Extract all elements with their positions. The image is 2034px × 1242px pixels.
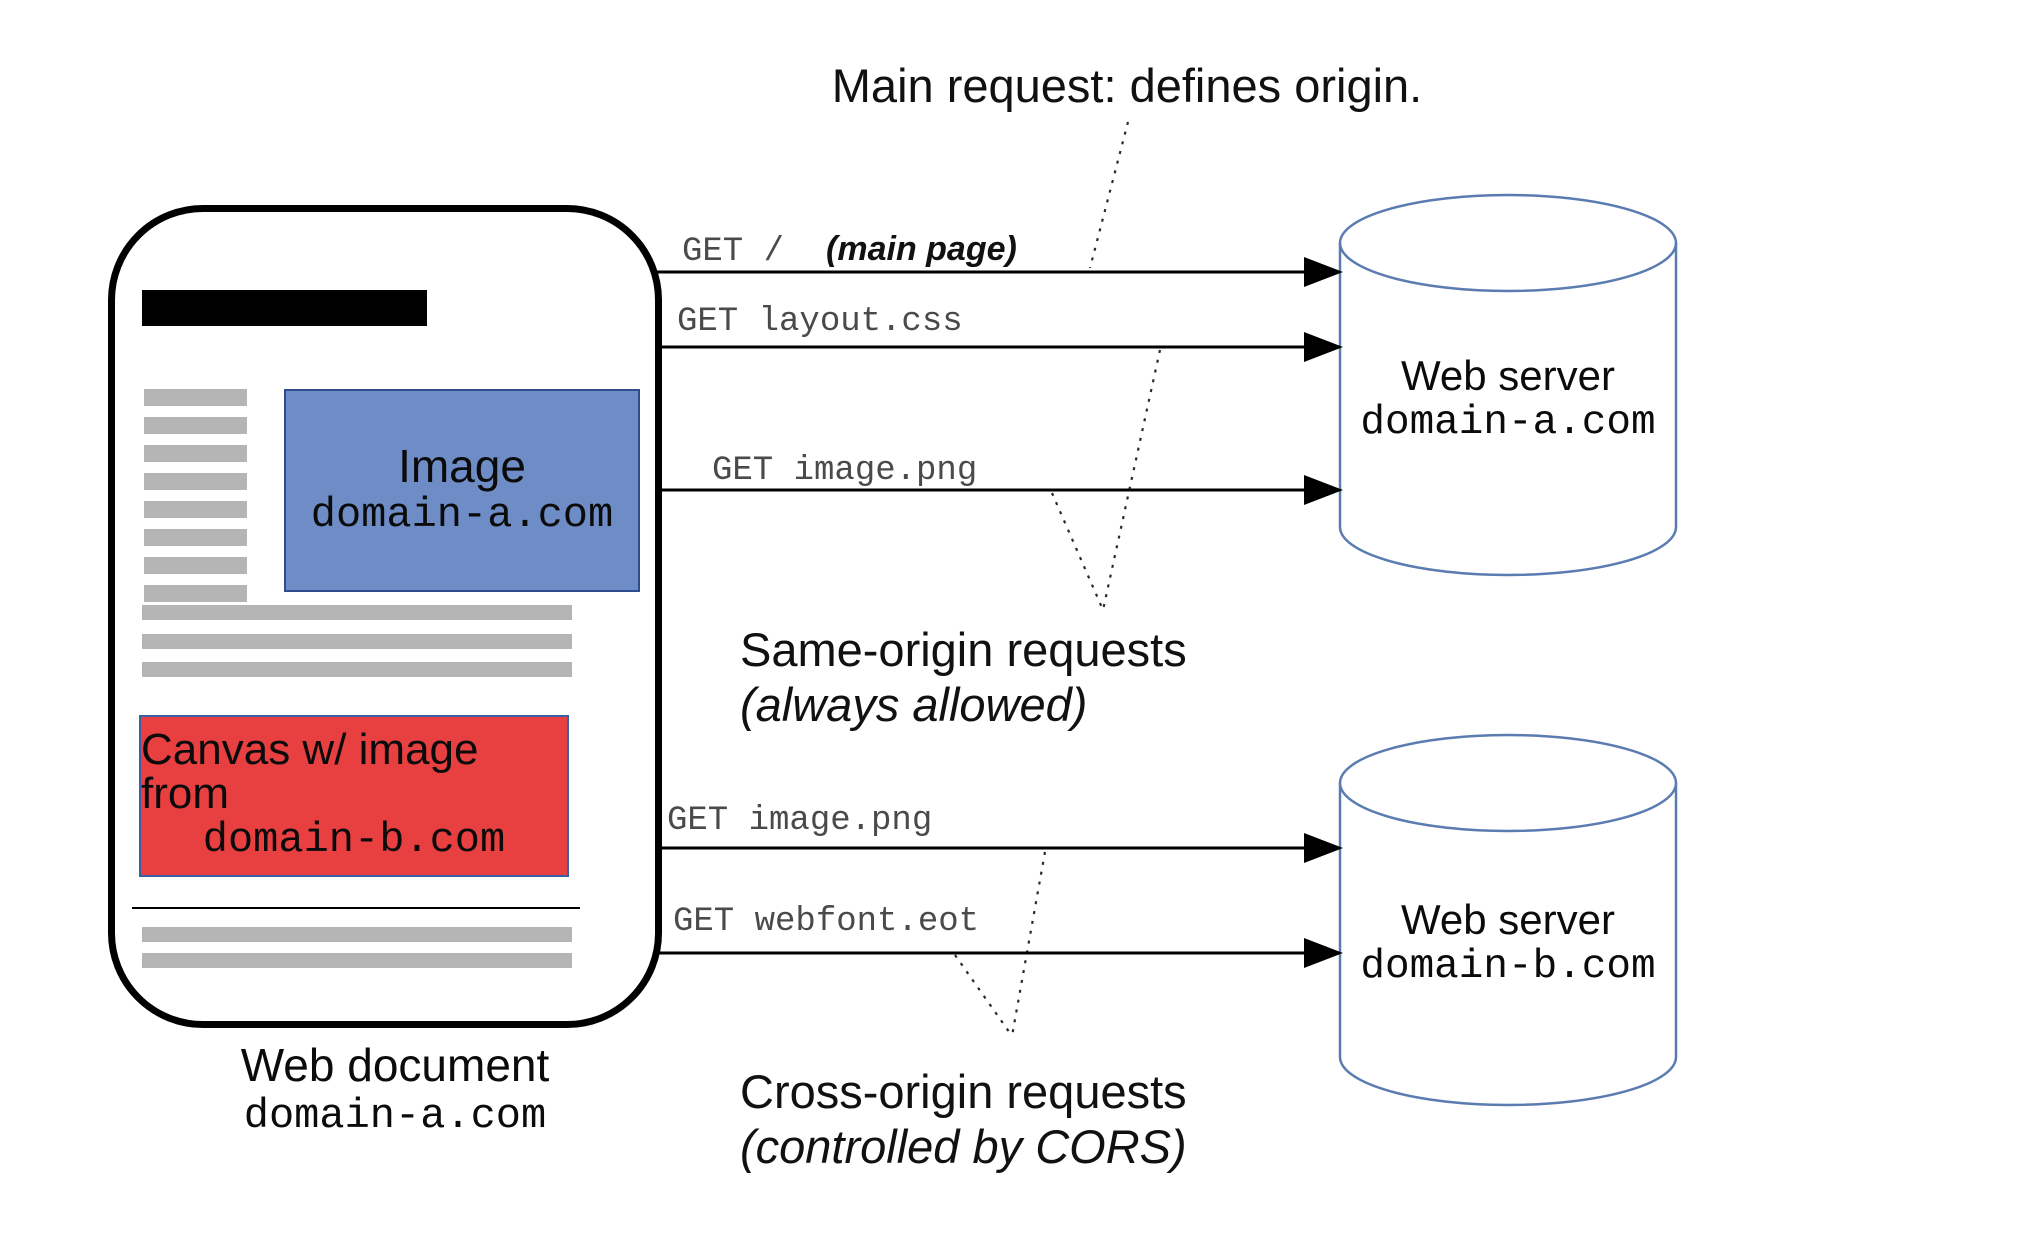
text-line-bar <box>144 529 247 546</box>
server-b-domain: domain-b.com <box>1360 944 1656 990</box>
request-method-path: GET webfont.eot <box>673 903 980 941</box>
text-line-bar <box>142 605 572 620</box>
title-pointer-dotted-line <box>1088 121 1130 269</box>
request-method-path: GET image.png <box>667 802 933 840</box>
text-line-bar <box>142 662 572 677</box>
section-divider-line <box>132 907 580 909</box>
cross-origin-line1: Cross-origin requests <box>740 1065 1187 1118</box>
arrow-head-get-image-same-origin <box>1304 475 1343 505</box>
text-line-bar <box>144 501 247 518</box>
arrow-head-get-webfont <box>1304 938 1343 968</box>
web-document-caption: Web document domain-a.com <box>145 1038 645 1140</box>
request-label-layout-css: GET layout.css <box>677 303 963 341</box>
text-line-bar <box>144 557 247 574</box>
request-label-image-same-origin: GET image.png <box>712 452 977 490</box>
arrow-head-get-layout-css <box>1304 332 1343 362</box>
cross-origin-line2: (controlled by CORS) <box>740 1120 1187 1174</box>
cross-origin-dotted-line-2 <box>954 954 1013 1037</box>
request-method-path: GET layout.css <box>677 303 963 341</box>
web-document-caption-domain: domain-a.com <box>243 1092 547 1140</box>
image-box-label: Image <box>398 440 526 493</box>
request-label-main-page: GET / (main page) <box>682 230 1017 271</box>
same-origin-line2: (always allowed) <box>740 678 1088 732</box>
server-a-cylinder-body <box>1338 243 1678 577</box>
server-b-label: Web server domain-b.com <box>1340 896 1676 990</box>
same-origin-annotation: Same-origin requests (always allowed) <box>740 622 1187 733</box>
arrow-head-get-root <box>1304 257 1343 287</box>
same-origin-line1: Same-origin requests <box>740 623 1187 676</box>
server-b-cylinder-body <box>1338 783 1678 1107</box>
text-line-bar <box>142 953 572 968</box>
canvas-box-domain-b: Canvas w/ image from domain-b.com <box>139 715 569 877</box>
same-origin-dotted-line-1 <box>1101 349 1162 611</box>
request-method-path: GET image.png <box>712 452 978 490</box>
request-note: (main page) <box>826 230 1017 268</box>
text-line-bar <box>144 585 247 602</box>
image-box-domain: domain-a.com <box>310 490 614 539</box>
text-line-bar <box>144 445 247 462</box>
server-b-name: Web server <box>1401 896 1615 943</box>
canvas-box-label: Canvas w/ image from <box>141 724 479 818</box>
cross-origin-dotted-line-1 <box>1010 851 1047 1037</box>
text-line-bar <box>144 417 247 434</box>
text-line-bar <box>144 473 247 490</box>
text-line-bar <box>142 927 572 942</box>
request-label-webfont: GET webfont.eot <box>673 903 979 941</box>
diagram-title: Main request: defines origin. <box>831 59 1423 112</box>
server-a-cylinder-top <box>1338 193 1678 293</box>
text-line-bar <box>142 634 572 649</box>
request-method-path: GET / <box>682 233 785 271</box>
same-origin-dotted-line-2 <box>1050 492 1105 611</box>
text-line-bar <box>144 389 247 406</box>
request-label-image-cross-origin: GET image.png <box>667 802 932 840</box>
server-a-name: Web server <box>1401 352 1615 399</box>
page-heading-placeholder <box>142 290 427 326</box>
server-a-label: Web server domain-a.com <box>1340 352 1676 446</box>
image-box-domain-a: Image domain-a.com <box>284 389 640 592</box>
server-a-domain: domain-a.com <box>1360 400 1656 446</box>
canvas-box-domain: domain-b.com <box>202 815 506 864</box>
web-document-caption-title: Web document <box>240 1039 550 1091</box>
arrow-head-get-image-cross-origin <box>1304 833 1343 863</box>
web-document-frame: Image domain-a.com Canvas w/ image from … <box>108 205 662 1028</box>
server-b-cylinder-top <box>1338 733 1678 833</box>
cross-origin-annotation: Cross-origin requests (controlled by COR… <box>740 1064 1187 1175</box>
